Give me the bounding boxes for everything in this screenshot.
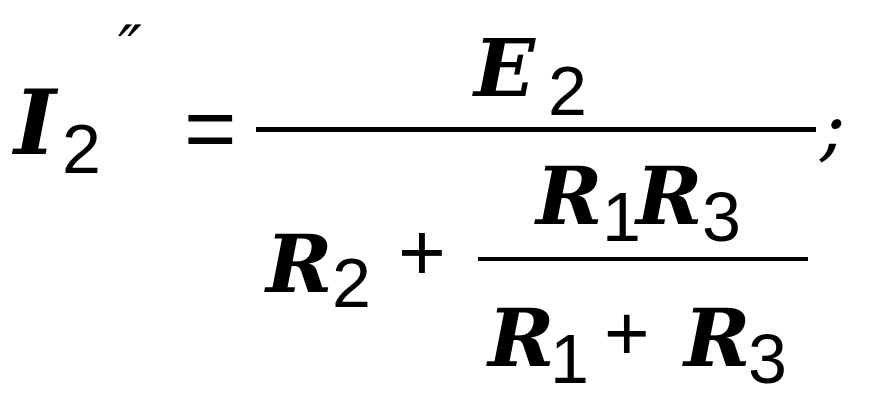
emf-symbol: E — [474, 21, 535, 115]
inner-numerator-r3-subscript: 3 — [702, 178, 741, 256]
inner-denominator-r3-symbol: R — [684, 291, 751, 385]
emf-subscript: 2 — [548, 52, 587, 130]
inner-plus-sign: + — [604, 289, 650, 377]
main-fraction-bar — [256, 127, 816, 132]
inner-fraction-bar — [478, 257, 808, 261]
resistance-r2-subscript: 2 — [332, 244, 371, 322]
plus-sign: + — [398, 207, 446, 298]
current-subscript: 2 — [62, 110, 101, 188]
inner-denominator-r3-subscript: 3 — [748, 320, 787, 398]
double-prime-mark: ″ — [118, 13, 142, 87]
equals-sign: = — [184, 79, 237, 179]
semicolon: ; — [820, 81, 846, 170]
resistance-r2-symbol: R — [266, 217, 333, 311]
inner-denominator-r1-symbol: R — [488, 291, 555, 385]
inner-denominator-r1-subscript: 1 — [550, 320, 589, 398]
current-symbol: I — [14, 70, 57, 176]
inner-numerator-r3-symbol: R — [636, 149, 703, 243]
inner-numerator-r1-subscript: 1 — [602, 178, 641, 256]
inner-numerator-r1-symbol: R — [536, 149, 603, 243]
